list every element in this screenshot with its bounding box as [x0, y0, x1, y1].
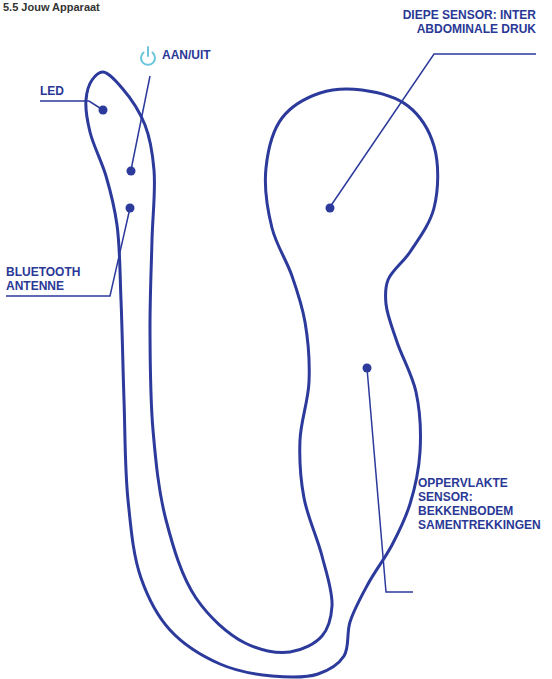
part-label: LED: [40, 84, 100, 98]
part-label: BLUETOOTH ANTENNE: [6, 265, 98, 293]
leader-line: [40, 101, 103, 110]
marker-dot: [326, 204, 335, 213]
part-label: OPPERVLAKTE SENSOR: BEKKENBODEM SAMENTRE…: [418, 476, 548, 532]
marker-dot: [99, 106, 108, 115]
leader-line: [131, 76, 150, 170]
marker-dot: [363, 364, 372, 373]
power-icon-bar: [147, 47, 149, 56]
power-icon: [141, 47, 155, 65]
leader-line: [330, 54, 536, 207]
marker-dot: [126, 204, 135, 213]
marker-dot: [127, 167, 136, 176]
leader-line: [6, 208, 130, 296]
part-label: AAN/UIT: [162, 48, 242, 62]
section-title: 5.5 Jouw Apparaat: [3, 1, 100, 14]
part-label: DIEPE SENSOR: INTER ABDOMINALE DRUK: [400, 8, 536, 36]
device-outline: [86, 72, 438, 677]
marker-dots: [99, 106, 372, 373]
leader-line: [367, 368, 413, 592]
